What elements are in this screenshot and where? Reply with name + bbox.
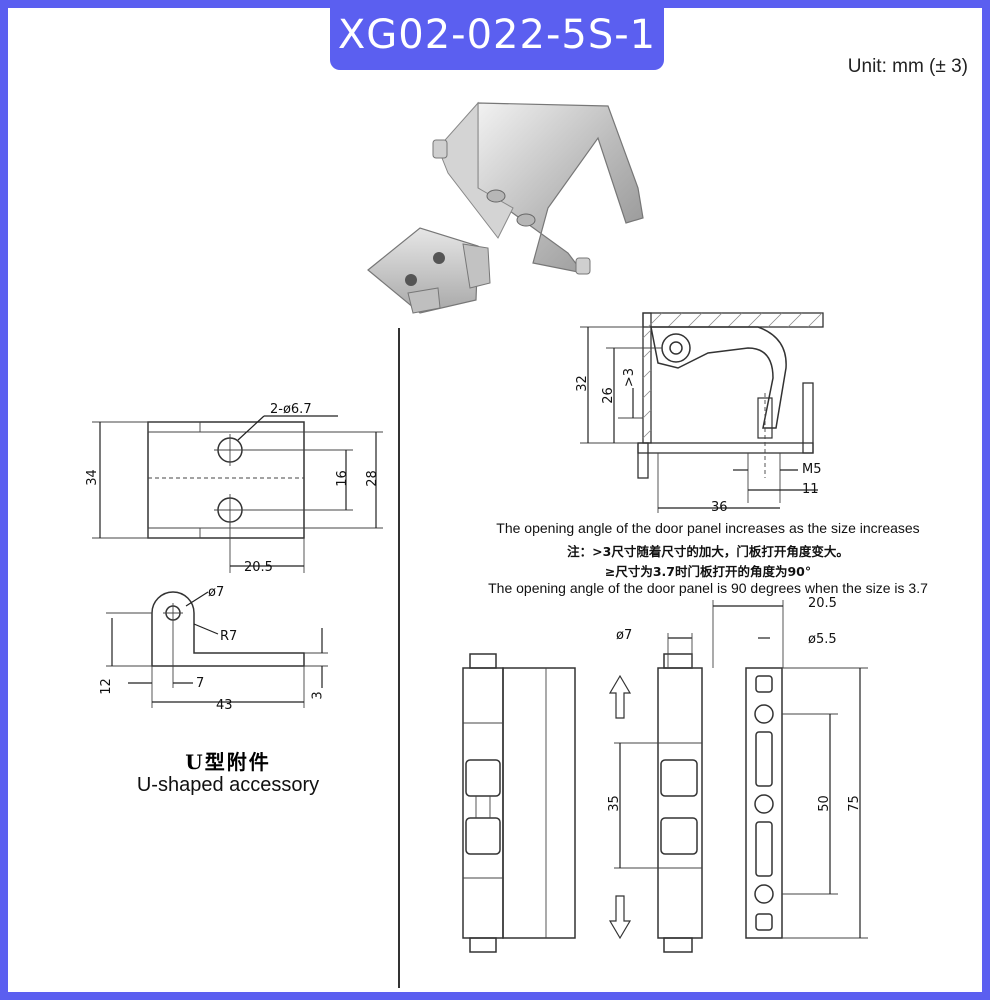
width-20-5-dimension: 20.5	[808, 596, 837, 611]
product-title: XG02-022-5S-1	[337, 12, 657, 58]
height-50-dimension: 50	[816, 795, 832, 812]
front-view-drawing	[92, 415, 383, 573]
bottom-views-drawing	[462, 600, 868, 953]
product-photo	[367, 101, 644, 314]
product-title-badge: XG02-022-5S-1	[330, 8, 664, 70]
offset-7-dimension: 7	[196, 676, 205, 691]
width-36-dimension: 36	[711, 500, 728, 515]
width-11-dimension: 11	[802, 482, 819, 497]
diameter-5-5-dimension: ø5.5	[808, 632, 837, 647]
diameter-7-dimension: ø7	[208, 585, 225, 600]
section-view-drawing	[580, 312, 824, 513]
m5-thread-label: M5	[802, 462, 822, 477]
side-view-drawing	[106, 591, 328, 708]
note-en-1: The opening angle of the door panel incr…	[496, 520, 920, 536]
note-en-2: The opening angle of the door panel is 9…	[488, 580, 928, 596]
note-cn-2: ≥尺寸为3.7时门板打开的角度为90°	[604, 564, 812, 579]
accessory-label-cn: U型附件	[185, 750, 271, 774]
height-75-dimension: 75	[846, 795, 862, 812]
offset-20-5-dimension: 20.5	[244, 560, 273, 575]
height-35-dimension: 35	[606, 795, 622, 812]
unit-label: Unit: mm (± 3)	[847, 56, 968, 77]
radius-7-dimension: R7	[220, 629, 238, 644]
holes-dimension: 2-ø6.7	[270, 402, 312, 417]
length-43-dimension: 43	[216, 698, 233, 713]
diameter-7-pin-dimension: ø7	[616, 628, 633, 643]
vertical-divider	[398, 328, 400, 988]
note-cn-1: 注：>3尺寸随着尺寸的加大，门板打开角度变大。	[567, 544, 849, 559]
accessory-label-en: U-shaped accessory	[136, 774, 320, 796]
